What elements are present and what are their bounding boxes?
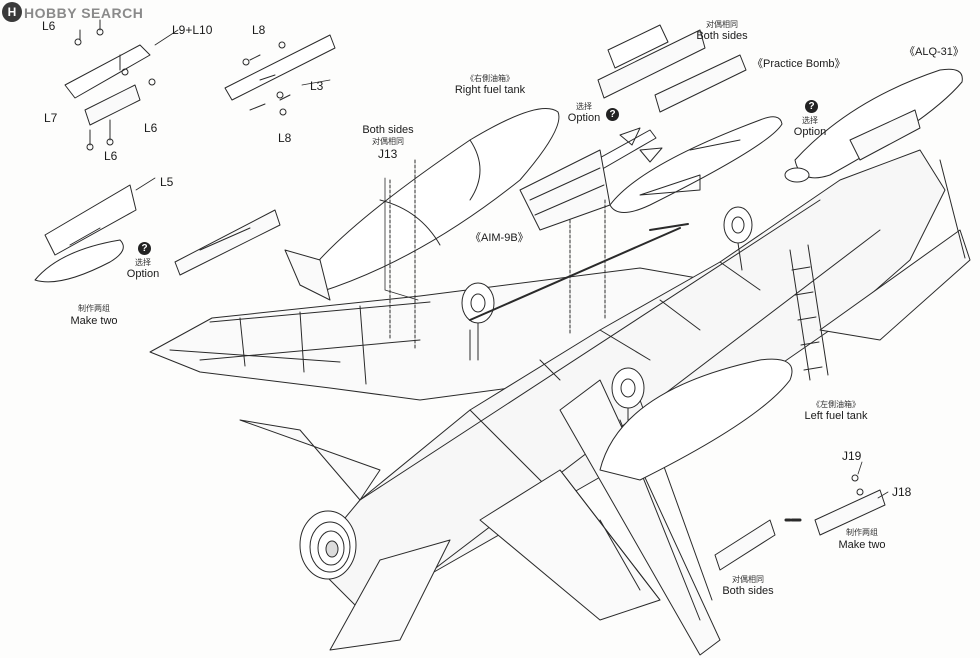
- option-icon-right: ?: [805, 100, 818, 113]
- left-tank-zh: 《左側油箱》: [812, 400, 860, 409]
- make-two-right: Make two: [838, 539, 886, 551]
- both-sides-zh-bottom: 对偶相同: [732, 575, 764, 584]
- option-mid: Option: [567, 112, 601, 124]
- left-fuel-tank-label: Left fuel tank: [804, 410, 868, 422]
- alq31-pod-drawing: [784, 68, 963, 183]
- hobby-search-watermark: HOBBY SEARCH: [24, 5, 144, 21]
- part-l8-bottom: L8: [278, 131, 292, 145]
- part-l6-c: L6: [104, 149, 118, 163]
- part-l8-top: L8: [252, 23, 266, 37]
- pylon-parts-bottom-right: [714, 474, 886, 571]
- aim9b-label: 《AIM-9B》: [470, 232, 529, 244]
- pylon-parts-top-right: [597, 24, 747, 113]
- option-left: Option: [126, 268, 160, 280]
- right-fuel-tank-label: Right fuel tank: [454, 84, 526, 96]
- practice-bomb-drawing: [609, 116, 783, 231]
- make-two-zh-left: 制作两组: [78, 304, 110, 313]
- option-icon-mid: ?: [606, 108, 619, 121]
- practice-bomb-label: 《Practice Bomb》: [752, 58, 846, 70]
- part-j19: J19: [842, 449, 862, 463]
- both-sides-j13: Both sides: [362, 124, 414, 136]
- pylon-parts-mid-left: [34, 184, 281, 283]
- part-l7: L7: [44, 111, 58, 125]
- both-sides-zh-top: 对偶相同: [706, 20, 738, 29]
- aircraft-body-drawing: [149, 149, 971, 656]
- option-zh-mid: 选择: [576, 102, 592, 111]
- option-zh-left: 选择: [135, 258, 151, 267]
- hobby-search-logo: H: [2, 2, 22, 22]
- part-l6-b: L6: [144, 121, 158, 135]
- pylon-parts-top-left: [64, 19, 336, 151]
- part-l3: L3: [310, 79, 324, 93]
- right-tank-zh: 《右側油箱》: [466, 74, 514, 83]
- make-two-left: Make two: [70, 315, 118, 327]
- right-fuel-tank-drawing: [284, 108, 560, 351]
- part-j13: J13: [378, 147, 398, 161]
- part-l6-a: L6: [42, 19, 56, 33]
- option-zh-right: 选择: [802, 116, 818, 125]
- make-two-zh-right: 制作两组: [846, 528, 878, 537]
- both-sides-top: Both sides: [696, 30, 748, 42]
- leader-lines: [135, 29, 889, 499]
- alq31-label: 《ALQ-31》: [904, 46, 964, 58]
- option-right: Option: [793, 126, 827, 138]
- option-icon-left: ?: [138, 242, 151, 255]
- both-sides-bottom: Both sides: [722, 585, 774, 597]
- part-j18: J18: [892, 485, 912, 499]
- both-sides-zh-j13: 对偶相同: [372, 137, 404, 146]
- part-l9-l10: L9+L10: [172, 23, 213, 37]
- part-l5: L5: [160, 175, 174, 189]
- aim9b-missile-drawing: [519, 127, 663, 336]
